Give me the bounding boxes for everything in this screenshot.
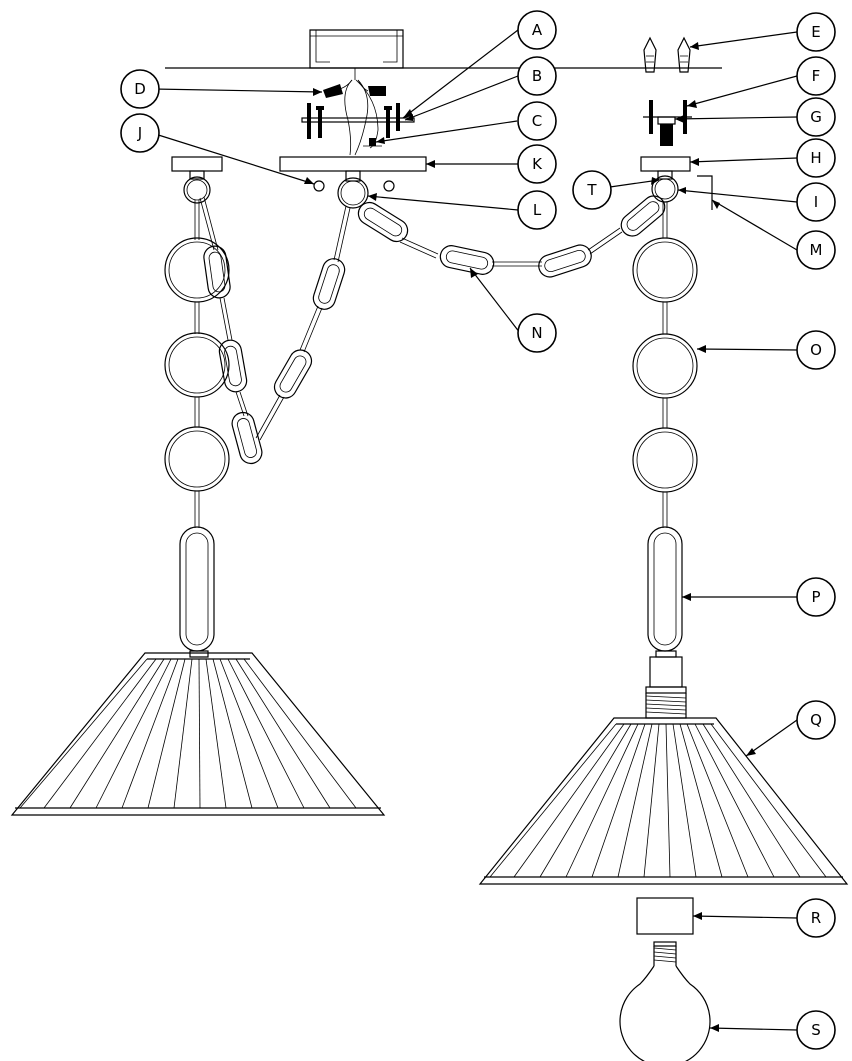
mounting-bracket: [301, 103, 415, 139]
ceiling-plate-right: [640, 156, 691, 172]
canopy-loop: [337, 170, 369, 209]
callout-b-label: B: [532, 67, 542, 85]
wall-anchors: [643, 36, 691, 73]
left-ceiling-loop: [183, 170, 211, 204]
callout-i-label: I: [814, 193, 818, 211]
loose-chain-left: [199, 196, 351, 465]
callout-q-label: Q: [810, 711, 822, 729]
shade-ring: [636, 897, 694, 935]
callout-t-label: T: [586, 181, 597, 199]
canopy-hook-right: [383, 180, 395, 192]
callout-l: L: [517, 190, 557, 230]
callout-k: K: [517, 144, 557, 184]
callout-o-label: O: [810, 341, 822, 359]
callout-d: D: [120, 69, 160, 109]
callout-r: R: [796, 898, 836, 938]
callout-d-label: D: [134, 80, 146, 98]
ground-screw: [363, 138, 382, 147]
light-bulb: [619, 941, 711, 1061]
leader-lines: [151, 29, 798, 1031]
callout-h: H: [796, 138, 836, 178]
callout-n-label: N: [531, 324, 542, 342]
callout-f-label: F: [812, 67, 821, 85]
callout-b: B: [517, 56, 557, 96]
callout-i: I: [796, 182, 836, 222]
junction-box: [309, 29, 404, 69]
callout-m-label: M: [810, 241, 823, 259]
callout-s-label: S: [811, 1021, 821, 1039]
canopy-hook-j: [313, 180, 325, 192]
swag-chain: [357, 195, 666, 278]
callout-e: E: [796, 12, 836, 52]
ceiling-plate-left: [171, 156, 223, 172]
callout-r-label: R: [811, 909, 821, 927]
callout-k-label: K: [532, 155, 543, 173]
callout-q: Q: [796, 700, 836, 740]
callout-t: T: [572, 170, 612, 210]
callout-a-label: A: [532, 21, 543, 39]
callout-e-label: E: [811, 23, 820, 41]
callout-o: O: [796, 330, 836, 370]
callout-j-label: J: [137, 124, 142, 142]
callout-c-label: C: [532, 112, 542, 130]
right-ceiling-loop: [651, 170, 679, 203]
callout-g-label: G: [810, 108, 822, 126]
mounting-screws: [643, 100, 692, 146]
left-shade: [10, 650, 386, 816]
wire-connectors: [323, 68, 386, 156]
ceiling-canopy: [279, 156, 427, 172]
callout-l-label: L: [533, 201, 542, 219]
callout-p-label: P: [811, 588, 820, 606]
callout-m: M: [796, 230, 836, 270]
callout-g: G: [796, 97, 836, 137]
socket: [645, 650, 687, 719]
callout-s: S: [796, 1010, 836, 1050]
callout-h-label: H: [810, 149, 821, 167]
left-chain: [164, 200, 230, 652]
callout-j: J: [120, 113, 160, 153]
callout-p: P: [796, 577, 836, 617]
callout-a: A: [517, 10, 557, 50]
right-chain: [632, 202, 698, 652]
right-shade: [478, 717, 849, 885]
arrowheads: [304, 42, 756, 1032]
callout-n: N: [517, 313, 557, 353]
callout-c: C: [517, 101, 557, 141]
hex-key: [697, 175, 713, 210]
callout-f: F: [796, 56, 836, 96]
